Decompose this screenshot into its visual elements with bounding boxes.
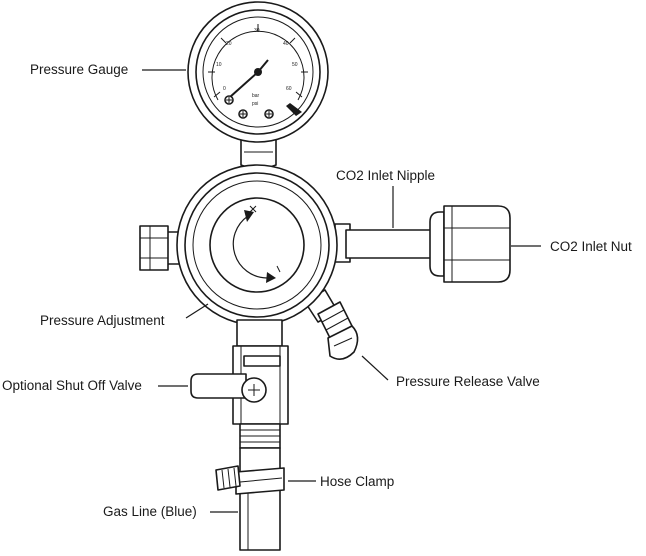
dial-minus-icon <box>276 265 281 273</box>
pressure-adjustment-dial[interactable] <box>232 205 281 283</box>
label-gas-line: Gas Line (Blue) <box>103 504 197 519</box>
dial-arrow-right-icon <box>266 272 276 283</box>
dial-arrow-up-icon <box>244 210 254 222</box>
gas-line-hose <box>239 447 281 551</box>
pressure-release-valve <box>304 289 359 360</box>
label-hose-clamp: Hose Clamp <box>320 474 394 489</box>
co2-inlet-nipple <box>334 223 445 263</box>
valve-screw-icon <box>248 384 260 396</box>
dial-plus-icon <box>249 205 257 213</box>
label-pressure-release-valve: Pressure Release Valve <box>396 374 540 389</box>
regulator-body <box>176 164 338 326</box>
barb-fitting <box>239 423 281 449</box>
gauge-unit-bar: bar <box>252 93 260 99</box>
hose-clamp <box>215 465 285 495</box>
gauge-unit-psi: psi <box>252 101 258 107</box>
leader-lines <box>142 69 541 513</box>
pressure-gauge: 0 10 20 30 40 50 60 bar psi <box>187 1 329 143</box>
gauge-tick-40: 40 <box>283 41 289 47</box>
gauge-needle <box>229 59 269 98</box>
gauge-tick-10: 10 <box>216 62 222 68</box>
co2-inlet-nut <box>429 205 511 283</box>
gauge-screws <box>224 95 274 119</box>
label-co2-inlet-nut: CO2 Inlet Nut <box>550 239 632 254</box>
left-fitting <box>139 225 183 271</box>
gauge-tick-50: 50 <box>292 62 298 68</box>
gauge-tick-60: 60 <box>286 86 292 92</box>
gauge-tick-30: 30 <box>254 28 260 34</box>
valve-handle[interactable] <box>190 373 247 399</box>
gauge-tick-0: 0 <box>223 86 226 92</box>
gauge-tick-marks <box>208 24 308 116</box>
shut-off-valve[interactable] <box>190 319 289 425</box>
label-optional-shut-off-valve: Optional Shut Off Valve <box>2 378 142 393</box>
label-co2-inlet-nipple: CO2 Inlet Nipple <box>336 168 435 183</box>
label-pressure-gauge: Pressure Gauge <box>30 62 128 77</box>
gauge-tick-20: 20 <box>226 41 232 47</box>
label-pressure-adjustment: Pressure Adjustment <box>40 313 165 328</box>
